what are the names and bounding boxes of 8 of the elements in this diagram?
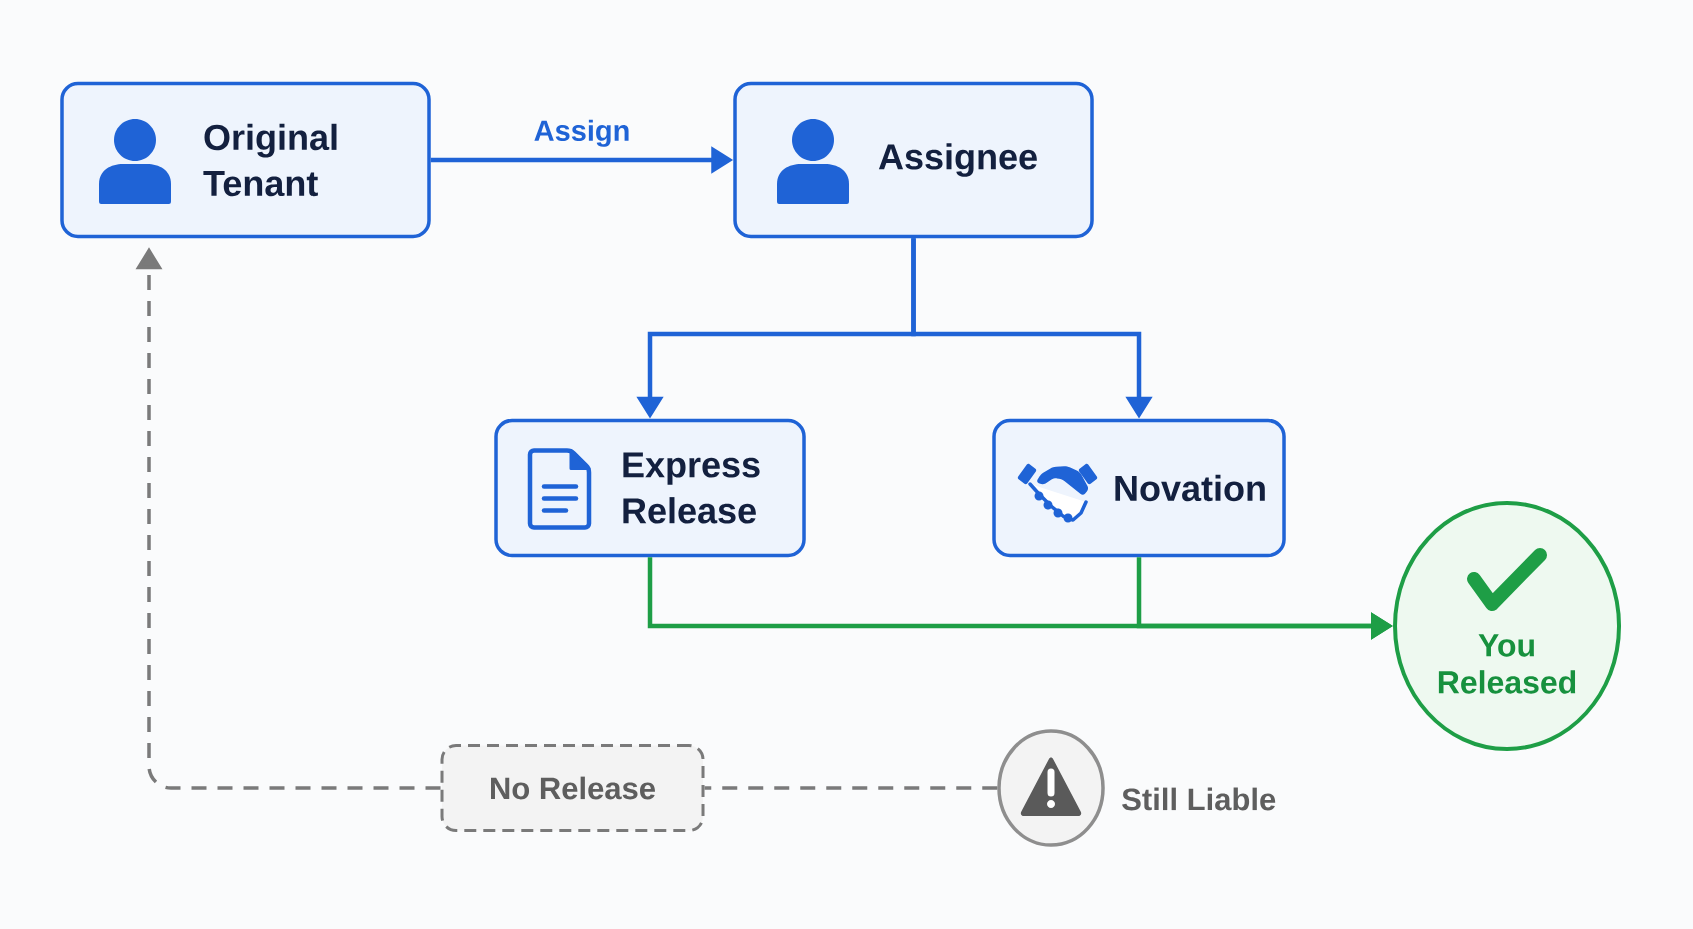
edge-label: Assign <box>534 119 629 147</box>
dashed-line <box>704 786 998 790</box>
process-box: Express Release <box>494 418 806 558</box>
process-box: Assignee <box>733 81 1094 239</box>
process-box: Original Tenant <box>60 81 431 239</box>
dashed-box: No Release <box>440 744 705 832</box>
side-label: Still Liable <box>1122 787 1276 811</box>
process-box: Novation <box>992 418 1286 558</box>
